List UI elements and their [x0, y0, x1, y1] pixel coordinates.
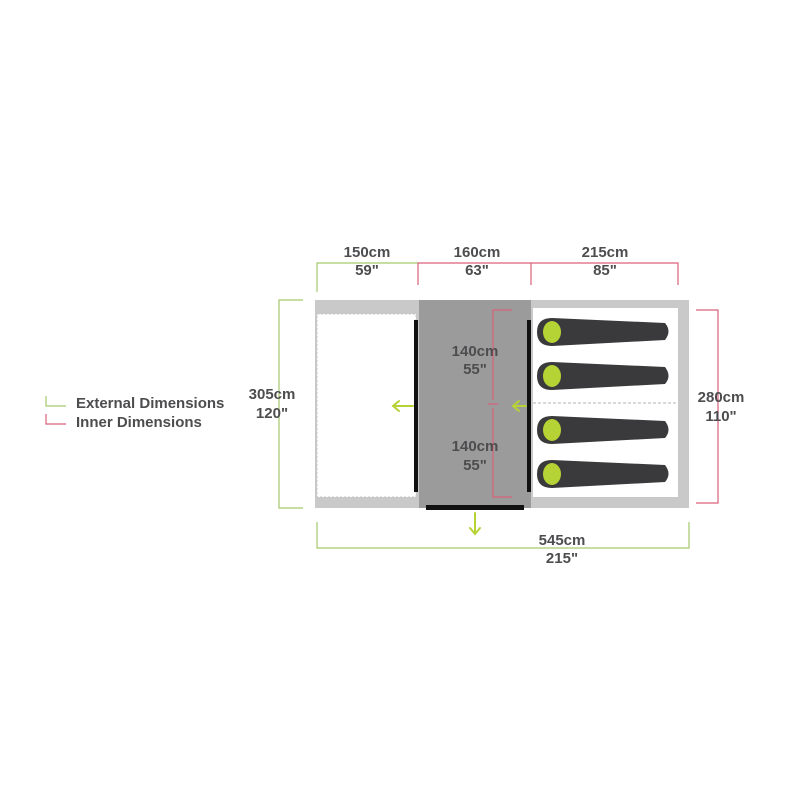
- sleeping-bag-icon: [537, 416, 669, 444]
- bay-lower-in: 55": [463, 457, 487, 474]
- total-length-in: 215": [546, 550, 578, 567]
- sleeping-bag-icon: [537, 318, 669, 346]
- legend: External Dimensions Inner Dimensions: [45, 395, 224, 431]
- living-area: [419, 300, 531, 508]
- porch-width-cm: 150cm: [344, 244, 391, 261]
- total-length-cm: 545cm: [539, 532, 586, 549]
- inner-height-bracket: [696, 309, 719, 504]
- external-legend-swatch: [45, 396, 66, 407]
- entrance-arrow-icon: [469, 512, 481, 536]
- sleeping-bag-icon: [537, 460, 669, 488]
- bay-upper-bracket: [492, 309, 512, 400]
- bay-upper-in: 55": [463, 361, 487, 378]
- porch-width-bracket: [316, 262, 418, 292]
- side-door: [426, 505, 524, 510]
- inner-legend-label: Inner Dimensions: [76, 414, 202, 431]
- inner-height-cm: 280cm: [698, 389, 745, 406]
- bay-lower-bracket: [492, 408, 512, 498]
- external-legend-label: External Dimensions: [76, 395, 224, 412]
- inner-height-in: 110": [705, 408, 736, 425]
- living-width-in: 63": [465, 262, 489, 279]
- bay-lower-cm: 140cm: [452, 438, 499, 455]
- inner-legend-swatch: [45, 414, 66, 425]
- bedroom-door-wall: [527, 320, 531, 492]
- entrance-arrow-icon: [511, 400, 527, 412]
- bedroom-width-bracket: [531, 262, 679, 285]
- bedroom-width-in: 85": [593, 262, 617, 279]
- external-height-bracket: [278, 299, 303, 509]
- external-height-cm: 305cm: [249, 386, 296, 403]
- porch-door-wall: [414, 320, 418, 492]
- living-width-bracket: [417, 262, 532, 285]
- bedroom-width-cm: 215cm: [582, 244, 629, 261]
- porch-width-in: 59": [355, 262, 379, 279]
- total-length-bracket: [316, 522, 690, 549]
- entrance-arrow-icon: [391, 400, 414, 412]
- living-width-cm: 160cm: [454, 244, 501, 261]
- external-height-in: 120": [256, 405, 288, 422]
- bay-upper-cm: 140cm: [452, 343, 499, 360]
- sleeping-bag-icon: [537, 362, 669, 390]
